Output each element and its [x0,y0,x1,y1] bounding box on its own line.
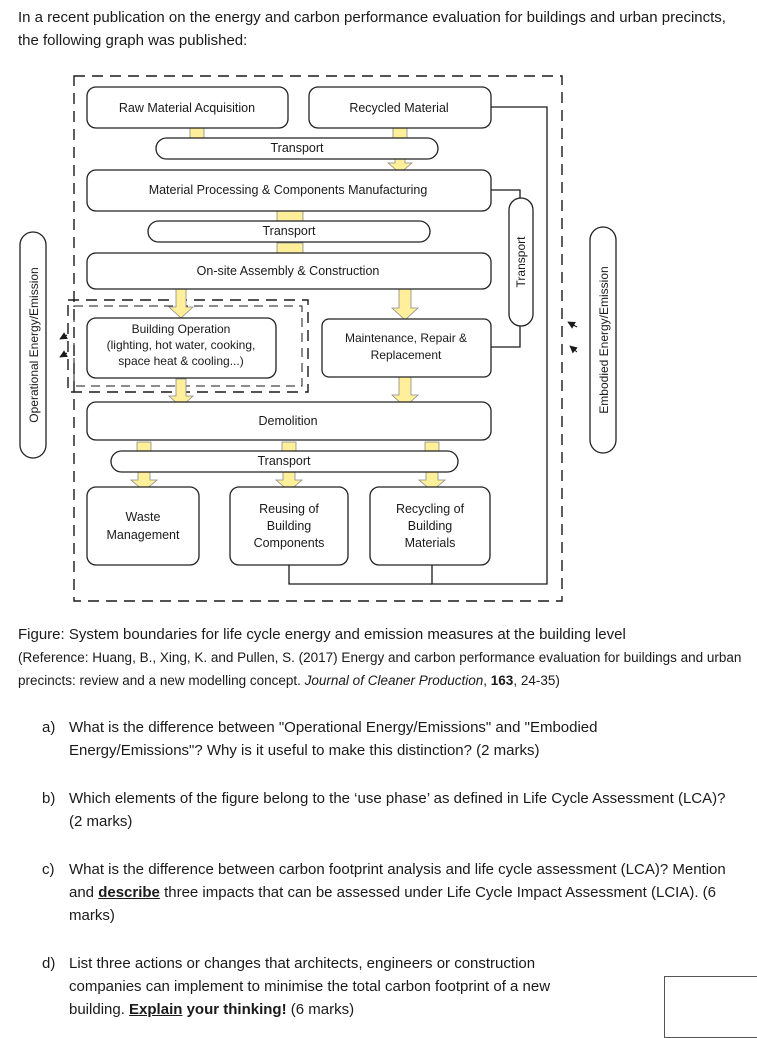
raw-material-label: Raw Material Acquisition [119,101,255,115]
transport-label-1: Transport [270,141,324,155]
question-label: a) [42,719,56,736]
question-b: b) Which elements of the figure belong to… [42,787,732,833]
reusing-line-2: Building [267,519,312,533]
life-cycle-diagram: Raw Material Acquisition Recycled Materi… [19,75,617,602]
question-label: c) [42,861,55,878]
recycling-line-1: Recycling of [396,502,465,516]
transport-vertical-pill [508,197,534,327]
intro-paragraph: In a recent publication on the energy an… [18,9,726,49]
transport-pill-3 [110,450,459,473]
transport-label-3: Transport [257,454,311,468]
operational-boundary [67,299,309,393]
question-label: d) [42,955,56,972]
operation-box [86,317,277,379]
reusing-box [229,486,349,566]
line-recycled-to-transport [431,106,548,585]
question-label: b) [42,790,56,807]
operation-line-1: Building Operation [132,322,231,336]
transport-pill-1 [155,137,439,160]
recycling-line-3: Materials [405,536,456,550]
figure-caption: Figure: System boundaries for life cycle… [18,624,743,692]
waste-line-2: Management [107,528,180,542]
embodied-side-pill [589,226,617,454]
embodied-boundary [73,75,563,602]
journal-name: Journal of Cleaner Production [304,673,484,688]
arrow-assembly-maintenance [390,287,420,321]
describe-emphasis: describe [98,884,160,901]
reusing-line-3: Components [254,536,325,550]
recycled-material-box [308,86,492,129]
volume-number: 163 [490,673,514,688]
arrow-transport-processing [386,158,414,174]
demolition-box [86,401,492,441]
transport-pill-2 [147,220,431,243]
maintenance-line-1: Maintenance, Repair & [345,331,467,345]
assembly-label: On-site Assembly & Construction [197,264,380,278]
question-list: a) What is the difference between "Operat… [42,716,732,1021]
explain-emphasis: Explain [129,1001,183,1018]
question-text: Which elements of the figure belong to t… [69,790,726,830]
operation-line-3: space heat & cooling...) [118,354,243,368]
question-text: What is the difference between "Operatio… [69,719,598,759]
arrow-maintenance-demolition [390,376,420,408]
line-processing-transport-v [490,189,521,198]
line-transport-v-maintenance [490,326,521,348]
transport-label-2: Transport [262,224,316,238]
figure-title: Figure: System boundaries for life cycle… [18,626,626,643]
maintenance-line-2: Replacement [371,348,442,362]
operational-side-label: Operational Energy/Emission [27,267,41,422]
question-a: a) What is the difference between "Operat… [42,716,732,762]
answer-box[interactable] [664,976,757,1038]
processing-label: Material Processing & Components Manufac… [149,183,428,197]
waste-box [86,486,200,566]
question-c: c)What is the difference between carbon … [42,858,732,927]
processing-box [86,169,492,212]
operational-side-pill [19,231,47,459]
demolition-label: Demolition [258,414,317,428]
question-d: d)List three actions or changes that arc… [42,952,599,1021]
connector-processing-transport [276,210,304,222]
operation-line-2: (lighting, hot water, cooking, [107,338,256,352]
raw-material-box [86,86,289,129]
maintenance-box [321,318,492,378]
waste-line-1: Waste [126,510,161,524]
figure-reference: (Reference: Huang, B., Xing, K. and Pull… [18,650,742,688]
recycled-material-label: Recycled Material [349,101,448,115]
reusing-line-1: Reusing of [259,502,319,516]
assembly-box [86,252,492,290]
recycling-box [369,486,491,566]
arrow-assembly-operation [167,287,195,319]
recycling-line-2: Building [408,519,453,533]
connector-transport-assembly [276,242,304,254]
embodied-side-label: Embodied Energy/Emission [597,266,611,413]
transport-vertical-label: Transport [514,236,528,288]
line-reusing-to-bottom [288,565,432,585]
